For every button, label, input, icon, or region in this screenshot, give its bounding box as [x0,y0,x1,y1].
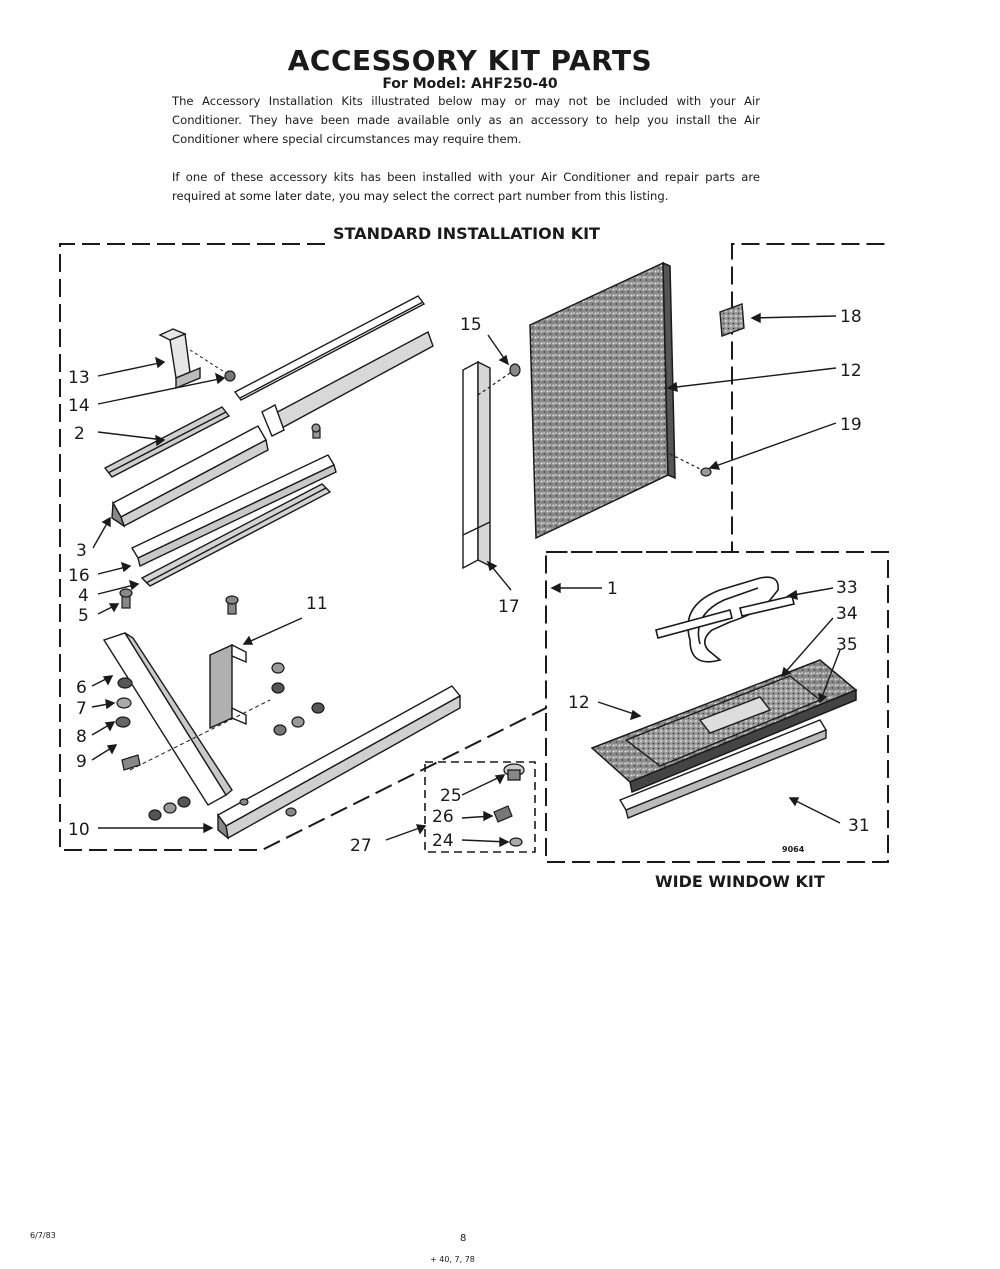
label-33: 33 [836,578,858,598]
wide-kit-title: WIDE WINDOW KIT [655,872,825,891]
leader-lines [91,312,841,848]
screw-19 [669,453,712,477]
standard-kit-boundary [59,243,888,851]
washers-6-9 [115,677,141,771]
screw-15 [477,363,521,396]
gasket-33 [655,576,795,663]
label-8: 8 [76,727,87,747]
label-34: 34 [836,604,858,624]
screw-5 [119,588,133,609]
bracket-11 [209,643,247,730]
rail-4 [140,483,332,587]
label-7: 7 [76,699,87,719]
footer-date-code: 6/7/83 [30,1231,56,1240]
bracket-13 [158,328,201,390]
label-35: 35 [836,635,858,655]
label-27: 27 [350,836,372,856]
rail-2 [103,406,231,478]
label-31: 31 [848,816,870,836]
clip-26 [493,805,513,823]
label-18: 18 [840,307,862,327]
panel-34-35 [624,675,822,767]
label-12-wide: 12 [568,693,590,713]
footer-print-code: + 40, 7, 78 [430,1255,475,1264]
page-number: 8 [460,1233,467,1244]
label-11: 11 [306,594,328,614]
label-4: 4 [78,586,89,606]
part-18 [719,303,745,337]
label-19: 19 [840,415,862,435]
label-25: 25 [440,786,462,806]
top-rail [233,295,434,437]
label-2: 2 [74,424,85,444]
callout-labels: 13 14 2 3 16 4 5 6 7 8 9 10 11 15 17 18 … [68,307,870,856]
label-10: 10 [68,820,90,840]
rail-3 [111,425,269,528]
rail-31 [618,719,828,819]
label-26: 26 [432,807,454,827]
intro-paragraph-2: If one of these accessory kits has been … [172,170,760,203]
page-title: ACCESSORY KIT PARTS [287,44,653,77]
label-16: 16 [68,566,90,586]
panel-12 [529,261,676,540]
label-13: 13 [68,368,90,388]
intro-paragraph-1: The Accessory Installation Kits illustra… [172,94,760,146]
label-24: 24 [432,831,454,851]
standard-kit-title: STANDARD INSTALLATION KIT [333,224,600,243]
model-number: For Model: AHF250-40 [382,76,558,92]
label-14: 14 [68,396,90,416]
knob-25 [503,763,525,781]
label-12-standard: 12 [840,361,862,381]
label-17: 17 [498,597,520,617]
bottom-rail-10 [216,685,462,840]
diagram-code: 9064 [782,845,805,854]
screw-14 [224,370,236,382]
rail-16 [131,454,337,568]
wide-kit-boundary [545,551,889,863]
label-6: 6 [76,678,87,698]
hardware-nuts [148,662,325,821]
label-15: 15 [460,315,482,335]
label-5: 5 [78,606,89,626]
screw-24 [509,837,523,847]
support-leg [102,632,233,806]
hardware-kit-box [424,761,536,853]
label-1: 1 [607,579,618,599]
label-9: 9 [76,752,87,772]
label-3: 3 [76,541,87,561]
channel-17 [462,360,491,570]
